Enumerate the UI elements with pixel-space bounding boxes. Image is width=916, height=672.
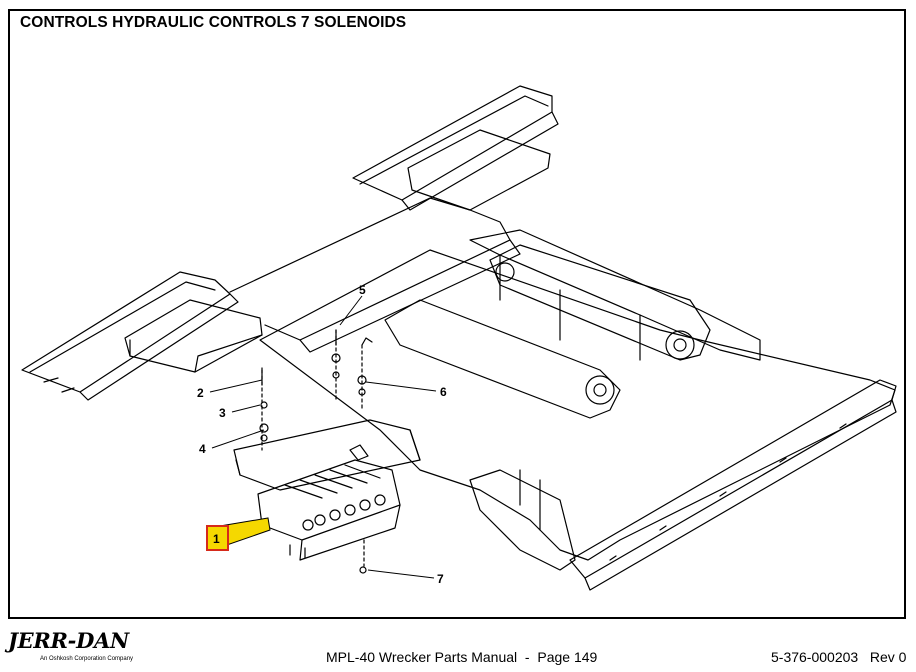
frame-rail-right-top — [352, 85, 553, 201]
pivot-arm — [384, 299, 621, 419]
pivot-arm-2 — [489, 244, 711, 361]
callout-5: 5 — [359, 283, 366, 297]
callout-4: 4 — [199, 442, 206, 456]
callout-1: 1 — [213, 532, 220, 546]
valve-bank — [257, 444, 401, 561]
jerr-dan-logo: JERR-DAN — [8, 628, 129, 653]
page-title: CONTROLS HYDRAULIC CONTROLS 7 SOLENOIDS — [20, 14, 407, 31]
callout-7: 7 — [437, 572, 444, 586]
manual-page-label: MPL-40 Wrecker Parts Manual - Page 149 — [326, 649, 598, 665]
logo-tagline: An Oshkosh Corporation Company — [40, 656, 134, 662]
callout-1-box — [206, 525, 229, 551]
bracket-left — [124, 299, 263, 373]
frame-rail-left — [21, 271, 231, 393]
callout-3: 3 — [219, 406, 226, 420]
exploded-view-diagram: 1 2 3 4 5 6 7 — [21, 85, 897, 591]
drawing-frame — [8, 9, 906, 619]
main-frame — [259, 249, 896, 561]
document-number: 5-376-000203 Rev 0 — [771, 649, 907, 665]
callout-2: 2 — [197, 386, 204, 400]
bracket-top — [407, 129, 551, 211]
frame-rail-right-bottom — [569, 379, 897, 579]
callout-6: 6 — [440, 385, 447, 399]
rear-brace — [469, 469, 576, 571]
